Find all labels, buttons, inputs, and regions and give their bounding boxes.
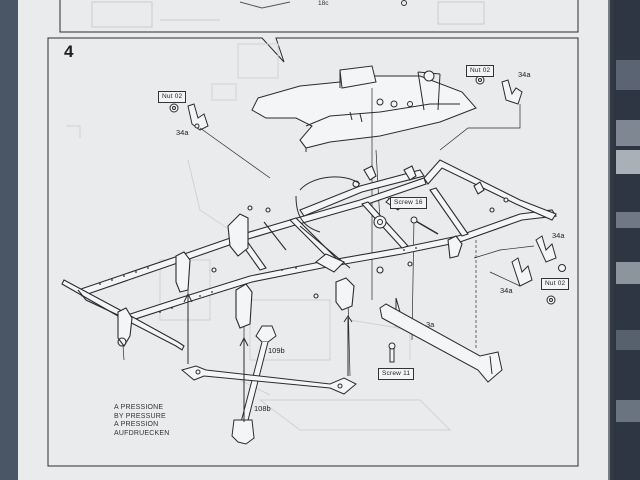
bracket-34a-left (187, 103, 209, 131)
callout-screw-16: Screw 16 (390, 197, 427, 209)
part-label-109b: 109b (268, 346, 285, 355)
part-label-34a-top-right: 34a (518, 70, 531, 79)
previous-step-panel (59, 0, 579, 33)
part-label-34a-left: 34a (176, 128, 189, 137)
part-3a-bar (379, 303, 503, 383)
note-line-english: BY PRESSURE (114, 412, 166, 420)
step-number: 4 (64, 42, 74, 61)
tie-rod (180, 365, 357, 395)
pressure-fit-note: A PRESSIONE BY PRESSURE A PRESSION AUFDR… (114, 404, 169, 438)
bracket-34a-top-right (501, 79, 523, 105)
part-label-3a: 3a (426, 320, 435, 329)
note-line-italian: A PRESSIONE (114, 404, 164, 411)
nut-02-top-right (475, 75, 485, 85)
bracket-34a-right-upper (535, 235, 566, 272)
step-4-panel (47, 37, 579, 467)
part-label-108b: 108b (254, 404, 271, 413)
bracket-34a-right-lower (511, 257, 533, 287)
assembly-arrows (183, 292, 353, 422)
spring-hanger (295, 176, 387, 233)
callout-nut-02-top-right: Nut 02 (466, 65, 495, 77)
ghost-print-through (91, 1, 485, 28)
part-label-18c: 18c (318, 0, 329, 7)
callout-nut-02-left: Nut 02 (158, 91, 187, 103)
callout-nut-02-right: Nut 02 (541, 278, 570, 290)
note-line-german: AUFDRUECKEN (114, 429, 170, 437)
callout-screw-11: Screw 11 (378, 368, 415, 380)
cutting-mat-strip (614, 0, 640, 480)
rail-hole-details (99, 247, 417, 313)
body-tub-part (251, 65, 477, 152)
part-label-34a-right-lower: 34a (500, 286, 513, 295)
nut-02-right (546, 295, 556, 305)
part-108b-fork (231, 419, 255, 445)
sheet-edge-shadow (608, 0, 616, 480)
ghost-shapes (66, 43, 452, 431)
part-label-34a-right-upper: 34a (552, 231, 565, 240)
chassis-frame (61, 159, 557, 351)
note-line-french: A PRESSION (114, 421, 159, 428)
nut-02-left (169, 103, 179, 113)
